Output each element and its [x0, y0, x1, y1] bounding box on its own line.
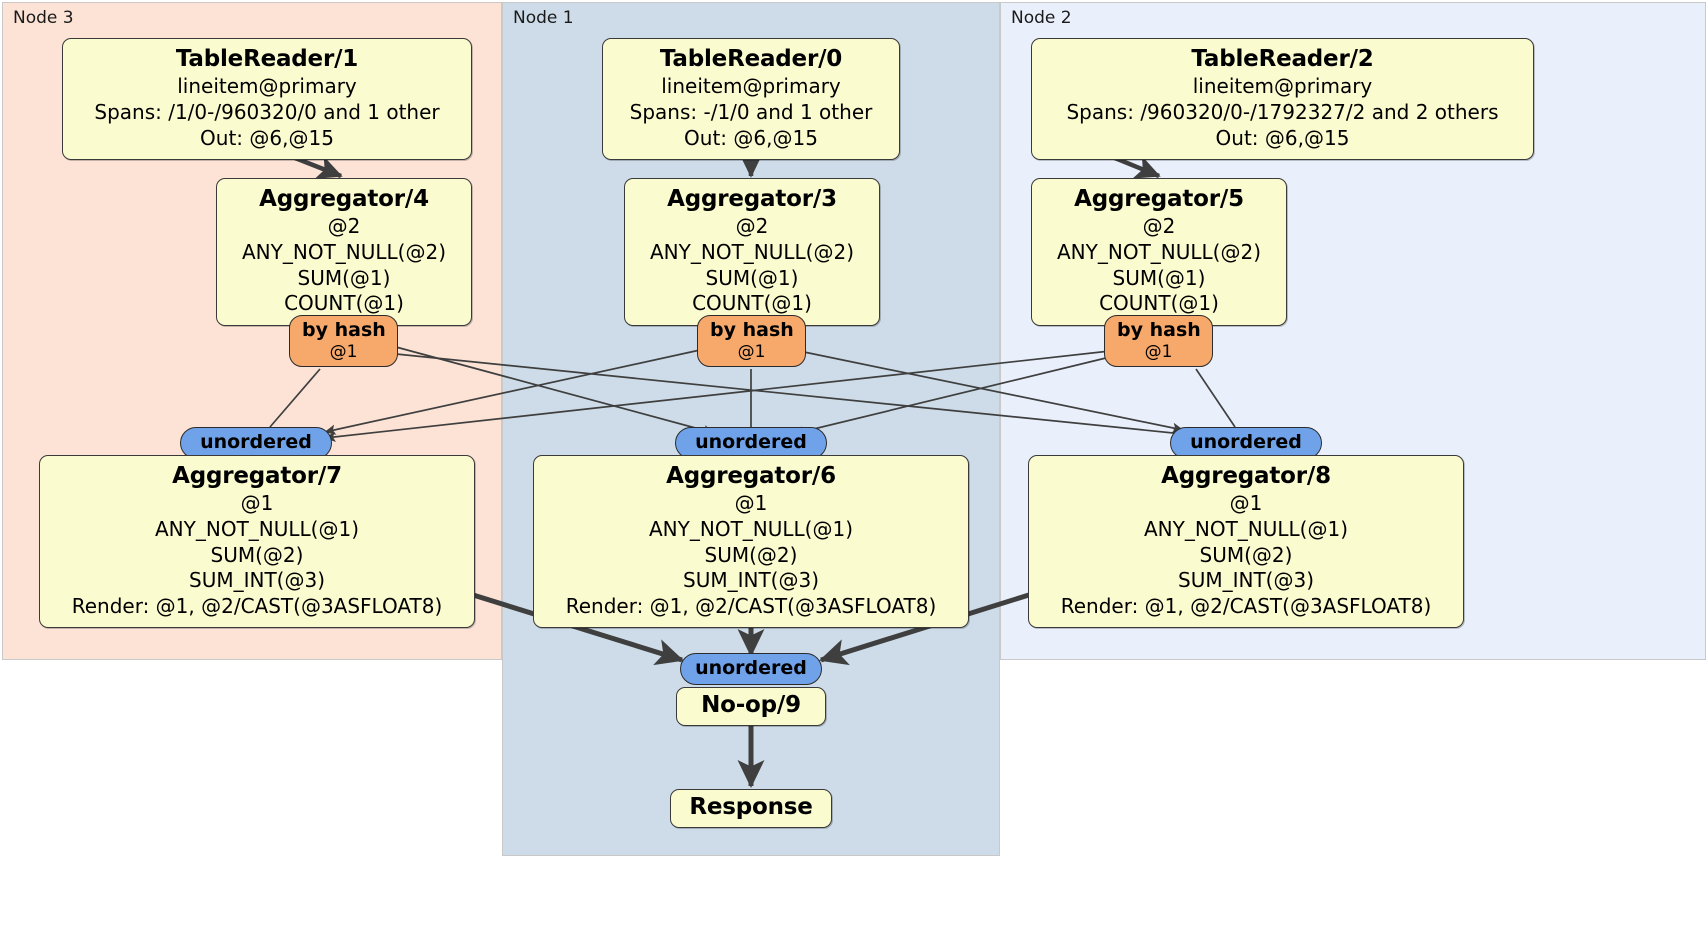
- router-title: by hash: [1117, 319, 1201, 341]
- processor-title: TableReader/0: [659, 46, 843, 72]
- processor-title: Aggregator/6: [666, 463, 836, 489]
- processor-group-cols: @2: [327, 214, 361, 239]
- processor-detail-spans: Spans: /1/0-/960320/0 and 1 other: [94, 100, 440, 125]
- processor-group-cols: @2: [1142, 214, 1176, 239]
- processor-detail-table: lineitem@primary: [177, 74, 357, 99]
- processor-agg-2: SUM(@1): [705, 265, 799, 290]
- processor-aggregator-4[interactable]: Aggregator/4 @2 ANY_NOT_NULL(@2) SUM(@1)…: [216, 178, 472, 326]
- processor-agg-1: ANY_NOT_NULL(@1): [649, 517, 853, 542]
- processor-agg-3: COUNT(@1): [692, 291, 812, 316]
- node-panel-label-node2: Node 2: [1011, 8, 1072, 28]
- router-title: by hash: [710, 319, 794, 341]
- processor-agg-3: COUNT(@1): [1099, 291, 1219, 316]
- processor-agg-3: COUNT(@1): [284, 291, 404, 316]
- processor-group-cols: @1: [734, 491, 768, 516]
- processor-title: TableReader/2: [1191, 46, 1374, 72]
- processor-detail-out: Out: @6,@15: [200, 125, 334, 150]
- processor-agg-3: SUM_INT(@3): [683, 568, 819, 593]
- router-unordered-node1[interactable]: unordered: [675, 427, 827, 460]
- router-by-hash-node2[interactable]: by hash @1: [1104, 315, 1213, 368]
- processor-group-cols: @1: [1229, 491, 1263, 516]
- processor-response[interactable]: Response: [670, 789, 832, 829]
- processor-aggregator-5[interactable]: Aggregator/5 @2 ANY_NOT_NULL(@2) SUM(@1)…: [1031, 178, 1287, 326]
- processor-title: Aggregator/3: [667, 186, 837, 212]
- processor-group-cols: @2: [735, 214, 769, 239]
- processor-agg-2: SUM(@1): [1112, 265, 1206, 290]
- processor-agg-1: ANY_NOT_NULL(@2): [242, 240, 446, 265]
- router-subtitle: @1: [1144, 342, 1173, 363]
- processor-tablereader-1[interactable]: TableReader/1 lineitem@primary Spans: /1…: [62, 38, 472, 161]
- processor-detail-out: Out: @6,@15: [684, 125, 818, 150]
- node-panel-label-node3: Node 3: [13, 8, 74, 28]
- processor-agg-3: SUM_INT(@3): [1178, 568, 1314, 593]
- processor-aggregator-6[interactable]: Aggregator/6 @1 ANY_NOT_NULL(@1) SUM(@2)…: [533, 455, 969, 629]
- router-title: unordered: [200, 431, 312, 453]
- processor-aggregator-8[interactable]: Aggregator/8 @1 ANY_NOT_NULL(@1) SUM(@2)…: [1028, 455, 1464, 629]
- processor-agg-3: SUM_INT(@3): [189, 568, 325, 593]
- processor-agg-2: SUM(@2): [210, 542, 304, 567]
- processor-title: Aggregator/4: [259, 186, 429, 212]
- router-by-hash-node3[interactable]: by hash @1: [289, 315, 398, 368]
- processor-title: Aggregator/5: [1074, 186, 1244, 212]
- processor-detail-spans: Spans: /960320/0-/1792327/2 and 2 others: [1066, 100, 1499, 125]
- processor-title: Aggregator/7: [172, 463, 342, 489]
- processor-agg-1: ANY_NOT_NULL(@2): [650, 240, 854, 265]
- router-subtitle: @1: [737, 342, 766, 363]
- processor-aggregator-3[interactable]: Aggregator/3 @2 ANY_NOT_NULL(@2) SUM(@1)…: [624, 178, 880, 326]
- processor-agg-2: SUM(@2): [1199, 542, 1293, 567]
- processor-title: Aggregator/8: [1161, 463, 1331, 489]
- processor-noop-9[interactable]: No-op/9: [676, 687, 826, 727]
- processor-title: Response: [689, 794, 813, 820]
- processor-agg-1: ANY_NOT_NULL(@1): [1144, 517, 1348, 542]
- processor-render: Render: @1, @2/CAST(@3ASFLOAT8): [1060, 593, 1432, 618]
- processor-detail-spans: Spans: -/1/0 and 1 other: [629, 100, 873, 125]
- processor-tablereader-0[interactable]: TableReader/0 lineitem@primary Spans: -/…: [602, 38, 900, 161]
- processor-agg-1: ANY_NOT_NULL(@1): [155, 517, 359, 542]
- processor-aggregator-7[interactable]: Aggregator/7 @1 ANY_NOT_NULL(@1) SUM(@2)…: [39, 455, 475, 629]
- processor-render: Render: @1, @2/CAST(@3ASFLOAT8): [71, 593, 443, 618]
- router-by-hash-node1[interactable]: by hash @1: [697, 315, 806, 368]
- router-unordered-final[interactable]: unordered: [680, 653, 822, 686]
- router-unordered-node2[interactable]: unordered: [1170, 427, 1322, 460]
- processor-agg-1: ANY_NOT_NULL(@2): [1057, 240, 1261, 265]
- processor-group-cols: @1: [240, 491, 274, 516]
- processor-tablereader-2[interactable]: TableReader/2 lineitem@primary Spans: /9…: [1031, 38, 1534, 161]
- processor-detail-table: lineitem@primary: [1192, 74, 1373, 99]
- router-title: by hash: [302, 319, 386, 341]
- processor-agg-2: SUM(@2): [704, 542, 798, 567]
- router-subtitle: @1: [329, 342, 358, 363]
- router-title: unordered: [1190, 431, 1302, 453]
- node-panel-label-node1: Node 1: [513, 8, 574, 28]
- processor-detail-out: Out: @6,@15: [1215, 125, 1350, 150]
- router-title: unordered: [695, 657, 807, 679]
- processor-title: No-op/9: [701, 692, 801, 718]
- processor-detail-table: lineitem@primary: [661, 74, 841, 99]
- processor-render: Render: @1, @2/CAST(@3ASFLOAT8): [565, 593, 937, 618]
- processor-agg-2: SUM(@1): [297, 265, 391, 290]
- processor-title: TableReader/1: [175, 46, 359, 72]
- router-title: unordered: [695, 431, 807, 453]
